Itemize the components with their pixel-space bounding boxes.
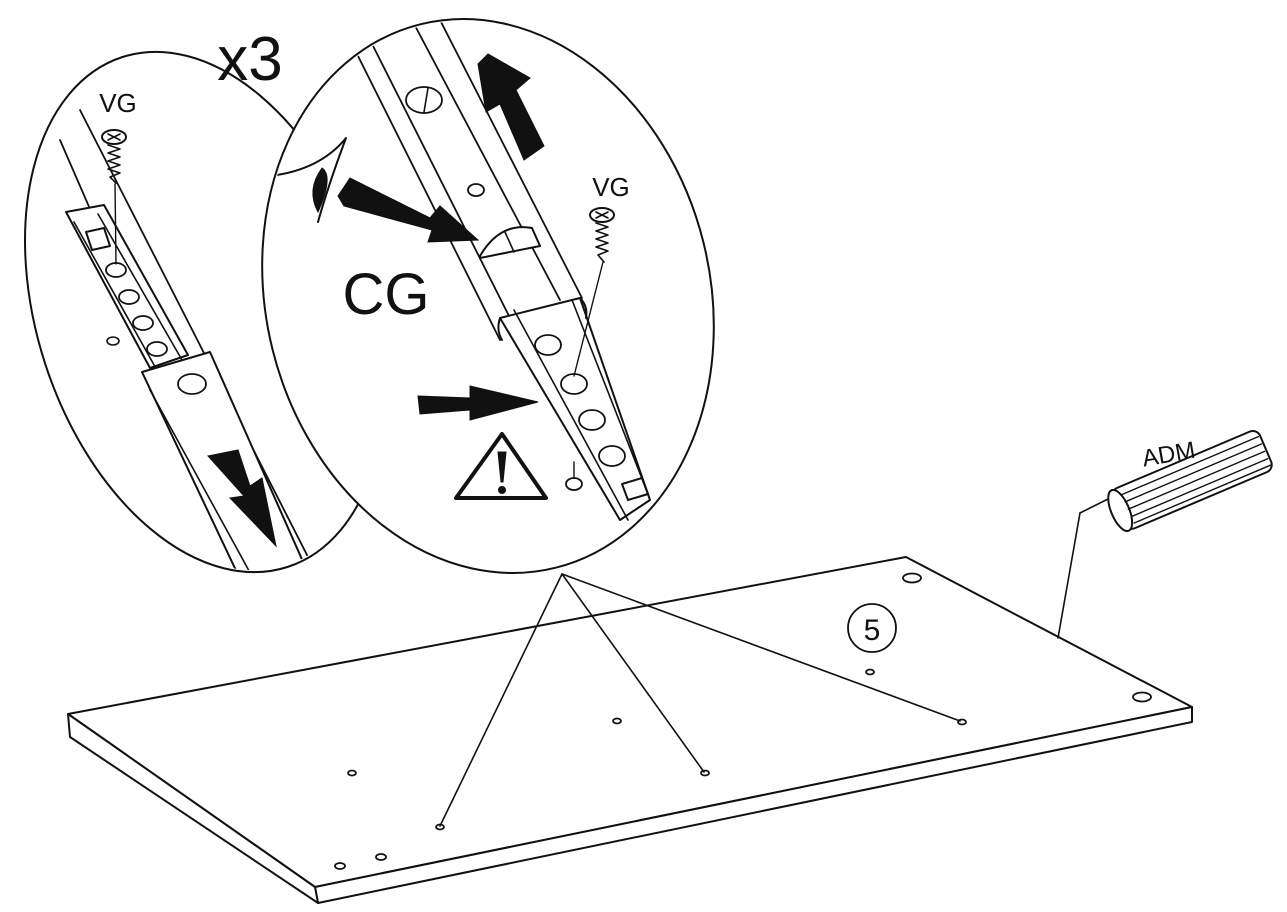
right-screw (573, 207, 615, 377)
dowel-leader-line (1079, 496, 1113, 514)
panel-hole (347, 769, 357, 777)
left-arrow-down-icon (207, 449, 277, 548)
panel-holes (334, 572, 1152, 870)
panel-hole (957, 718, 967, 726)
panel-hole (902, 572, 922, 584)
panel-hole (1132, 691, 1152, 703)
dowel-adm: ADM (1057, 429, 1273, 639)
part-number-circle (847, 603, 897, 653)
panel-hole (334, 862, 346, 870)
part-number-callout: 5 (847, 603, 897, 653)
quantity-multiplier: x3 (217, 25, 282, 94)
right-rail-slot (621, 477, 649, 501)
panel-hole (700, 769, 710, 777)
dowel-body (1107, 429, 1273, 533)
right-rail-hole (578, 409, 606, 431)
warning-triangle-icon (454, 432, 548, 500)
left-screw-label: VG (99, 88, 137, 118)
eye-icon (269, 137, 347, 223)
clip-label: CG (343, 262, 430, 327)
right-screw-label: VG (592, 172, 630, 202)
panel-hole (865, 668, 875, 676)
left-screw (101, 129, 127, 265)
right-arrow-up-icon (477, 53, 545, 161)
detail-right: VG CG (261, 18, 715, 574)
left-rail-channel (65, 204, 189, 369)
clip-pointer-arrow-icon (337, 177, 480, 243)
dowel-end (1107, 488, 1134, 533)
left-rail-slot (85, 227, 111, 251)
left-rail-hole (132, 315, 154, 331)
left-panel-hole (106, 336, 120, 346)
dowel-leader-line (1057, 512, 1081, 639)
left-rail-hole (118, 289, 140, 305)
panel-hole (612, 717, 622, 725)
right-rail-hole (405, 86, 443, 114)
panel-board: 5 (67, 556, 1193, 904)
hole-pointer-arrow-icon (417, 385, 539, 421)
right-rail-hole (598, 445, 626, 467)
right-rail-hole (467, 183, 485, 197)
part-number-label: 5 (864, 614, 881, 647)
left-rail-hole (146, 341, 168, 357)
panel-hole (375, 853, 387, 861)
left-slider-hole (177, 373, 207, 395)
detail-leader-lines (439, 573, 961, 827)
right-rail-hole (534, 334, 562, 356)
panel-left-edge (67, 713, 319, 904)
